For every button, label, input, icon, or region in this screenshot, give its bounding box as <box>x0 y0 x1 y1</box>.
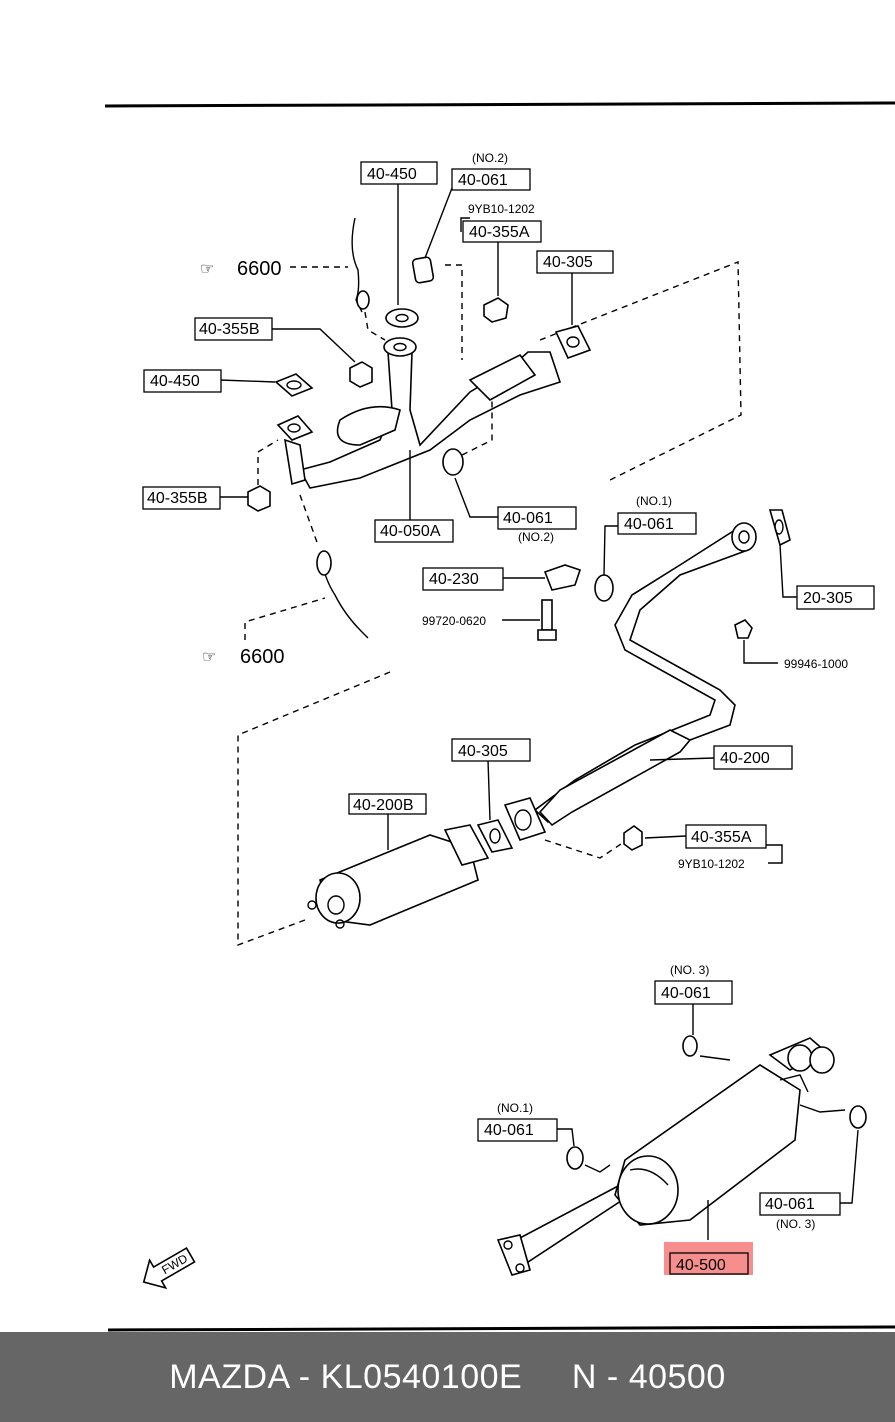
note-no3-top: (NO. 3) <box>670 963 709 977</box>
label-40-500: 40-500 <box>676 1257 726 1274</box>
note-no3-right: (NO. 3) <box>776 1217 815 1231</box>
label-9yb10-1202-mid: 9YB10-1202 <box>678 857 745 871</box>
fwd-arrow-icon: FWD <box>142 1246 196 1290</box>
bottom-rule <box>107 1325 895 1332</box>
label-6600-bottom: 6600 <box>240 646 285 668</box>
label-40-450-top: 40-450 <box>367 166 417 183</box>
note-no1-low: (NO.1) <box>497 1101 533 1115</box>
label-9yb10-1202-top: 9YB10-1202 <box>468 202 535 216</box>
label-40-061-mid: 40-061 <box>503 510 553 527</box>
label-99720-0620: 99720-0620 <box>422 614 486 628</box>
part-labels: 40-450 (NO.2) 40-061 9YB10-1202 40-355A … <box>142 151 875 1275</box>
note-no1-mid: (NO.1) <box>636 494 672 508</box>
label-40-355b-left: 40-355B <box>147 490 208 507</box>
leader-lines <box>217 183 859 1240</box>
label-40-355b-top: 40-355B <box>199 321 260 338</box>
label-99946-1000: 99946-1000 <box>784 657 848 671</box>
label-40-355a-top: 40-355A <box>469 224 530 241</box>
label-40-061-top: 40-061 <box>458 172 508 189</box>
label-40-061-no3: 40-061 <box>661 985 711 1002</box>
label-40-061-low: 40-061 <box>484 1122 534 1139</box>
middle-pipe-assembly <box>237 509 791 947</box>
top-rule <box>104 101 895 108</box>
footer-caption-bar: MAZDA - KL0540100E N - 40500 <box>0 1332 895 1422</box>
label-40-050a: 40-050A <box>380 523 441 540</box>
highlight-marker <box>664 1242 753 1275</box>
label-40-450-left: 40-450 <box>150 373 200 390</box>
rear-muffler-assembly <box>496 1035 867 1276</box>
note-no2-top: (NO.2) <box>472 151 508 165</box>
front-pipe-assembly <box>244 217 742 640</box>
label-40-355a-mid: 40-355A <box>691 829 752 846</box>
footer-caption: MAZDA - KL0540100E N - 40500 <box>169 1357 726 1396</box>
label-40-305-top: 40-305 <box>543 254 593 271</box>
label-40-230: 40-230 <box>429 571 479 588</box>
label-40-061-right: 40-061 <box>765 1196 815 1213</box>
hand-pointer-icon-bottom: ☞ <box>202 649 216 666</box>
hand-pointer-icon: ☞ <box>200 261 214 278</box>
note-no2-mid: (NO.2) <box>518 530 554 544</box>
label-40-200: 40-200 <box>720 750 770 767</box>
label-40-200b: 40-200B <box>353 797 414 814</box>
label-40-061-mid2: 40-061 <box>624 516 674 533</box>
label-20-305: 20-305 <box>803 590 853 607</box>
label-40-305-mid: 40-305 <box>458 743 508 760</box>
label-6600-top: 6600 <box>237 258 282 280</box>
catalytic-converter <box>307 824 490 929</box>
exhaust-parts-diagram: 40-450 (NO.2) 40-061 9YB10-1202 40-355A … <box>104 101 895 1332</box>
